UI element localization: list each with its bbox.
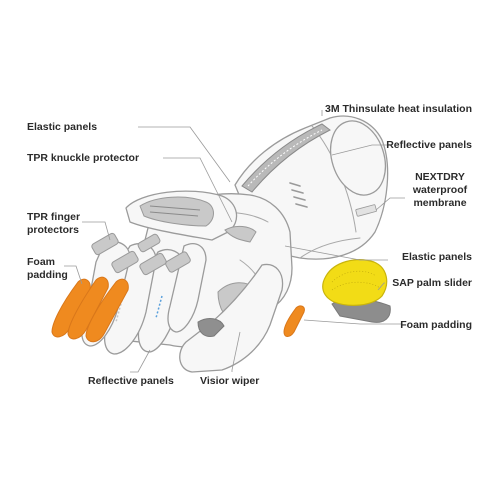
tpr-finger-protectors xyxy=(91,232,191,276)
elastic-panel-knuckle xyxy=(224,225,257,243)
label-nextdry-line3: membrane xyxy=(413,197,467,209)
reflective-slits xyxy=(289,182,308,208)
glove-thumb xyxy=(179,263,284,373)
foam-padding-thumb xyxy=(283,305,305,337)
label-foam-padding-left-line1: Foam xyxy=(27,256,56,268)
visior-wiper-pad xyxy=(197,318,225,337)
nextdry-tag xyxy=(355,204,377,217)
label-elastic-panels-top: Elastic panels xyxy=(27,121,98,133)
label-thinsulate: 3M Thinsulate heat insulation xyxy=(324,103,472,115)
label-tpr-finger-line2: protectors xyxy=(27,224,79,236)
label-nextdry-line2: waterproof xyxy=(412,184,468,196)
label-tpr-knuckle-protector: TPR knuckle protector xyxy=(27,152,140,164)
label-tpr-finger-line1: TPR finger xyxy=(27,211,81,223)
foam-padding-fingers xyxy=(51,276,129,343)
label-visior-wiper: Visior wiper xyxy=(200,375,260,387)
leader-lines xyxy=(64,110,405,373)
label-elastic-panels-right: Elastic panels xyxy=(401,251,472,263)
label-nextdry-line1: NEXTDRY xyxy=(415,171,465,183)
label-foam-padding-left-line2: padding xyxy=(27,269,68,281)
thinsulate-strip xyxy=(241,123,331,193)
label-sap-palm-slider: SAP palm slider xyxy=(392,277,472,289)
label-reflective-panels-right: Reflective panels xyxy=(386,139,472,151)
label-foam-padding-right: Foam padding xyxy=(400,319,472,331)
tpr-knuckle-protector xyxy=(125,190,238,241)
sap-palm-slider xyxy=(322,259,391,323)
label-reflective-panels-bottom: Reflective panels xyxy=(88,375,174,387)
